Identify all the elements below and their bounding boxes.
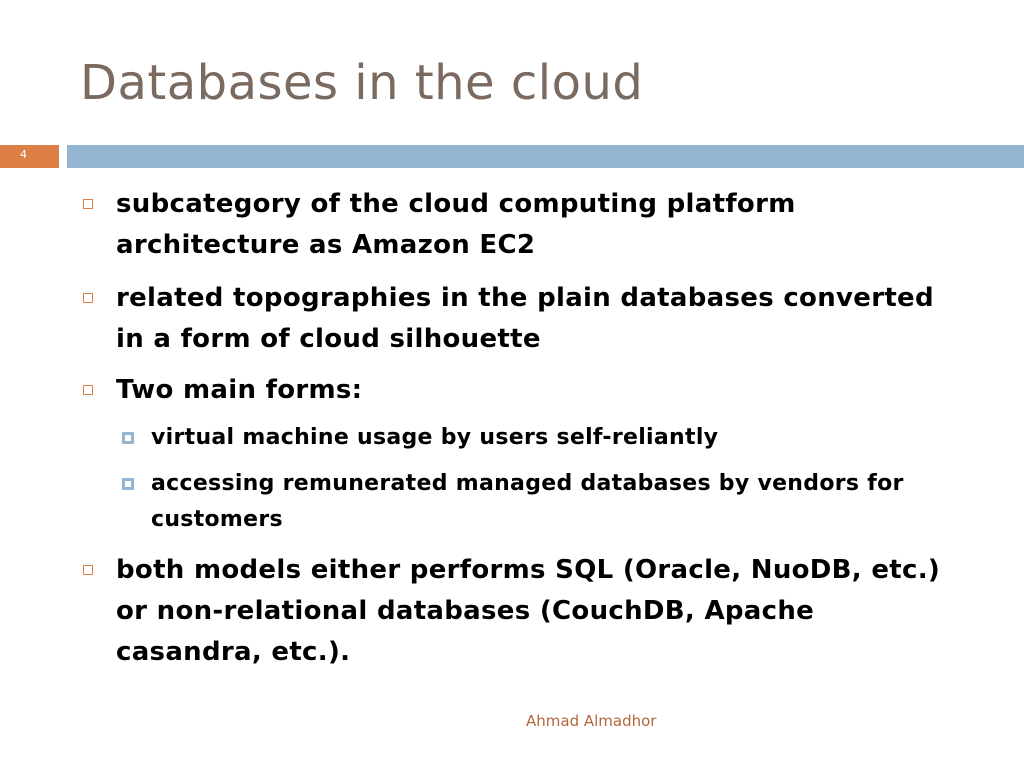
bullet-text: related topographies in the plain databa… <box>116 283 934 354</box>
bullet-item: related topographies in the plain databa… <box>80 278 960 360</box>
slide-footer: Ahmad Almadhor <box>526 712 657 730</box>
bullet-item: Two main forms: <box>80 370 960 411</box>
slide-title: Databases in the cloud <box>80 55 644 111</box>
sub-bullet-text: accessing remunerated managed databases … <box>151 471 904 532</box>
bullet-text: subcategory of the cloud computing platf… <box>116 189 796 260</box>
framed-square-icon <box>122 432 134 444</box>
sub-bullet-item: virtual machine usage by users self-reli… <box>122 420 952 456</box>
sub-bullet-text: virtual machine usage by users self-reli… <box>151 425 719 450</box>
bullet-text: both models either performs SQL (Oracle,… <box>116 555 941 667</box>
hollow-square-icon <box>83 199 93 209</box>
hollow-square-icon <box>83 385 93 395</box>
framed-square-icon <box>122 478 134 490</box>
title-divider-bar <box>67 145 1024 168</box>
slide-number: 4 <box>20 148 27 161</box>
hollow-square-icon <box>83 293 93 303</box>
hollow-square-icon <box>83 565 93 575</box>
bullet-item: both models either performs SQL (Oracle,… <box>80 550 960 673</box>
slide-number-bar <box>0 145 59 168</box>
bullet-text: Two main forms: <box>116 375 363 405</box>
bullet-item: subcategory of the cloud computing platf… <box>80 184 960 266</box>
sub-bullet-item: accessing remunerated managed databases … <box>122 466 952 538</box>
